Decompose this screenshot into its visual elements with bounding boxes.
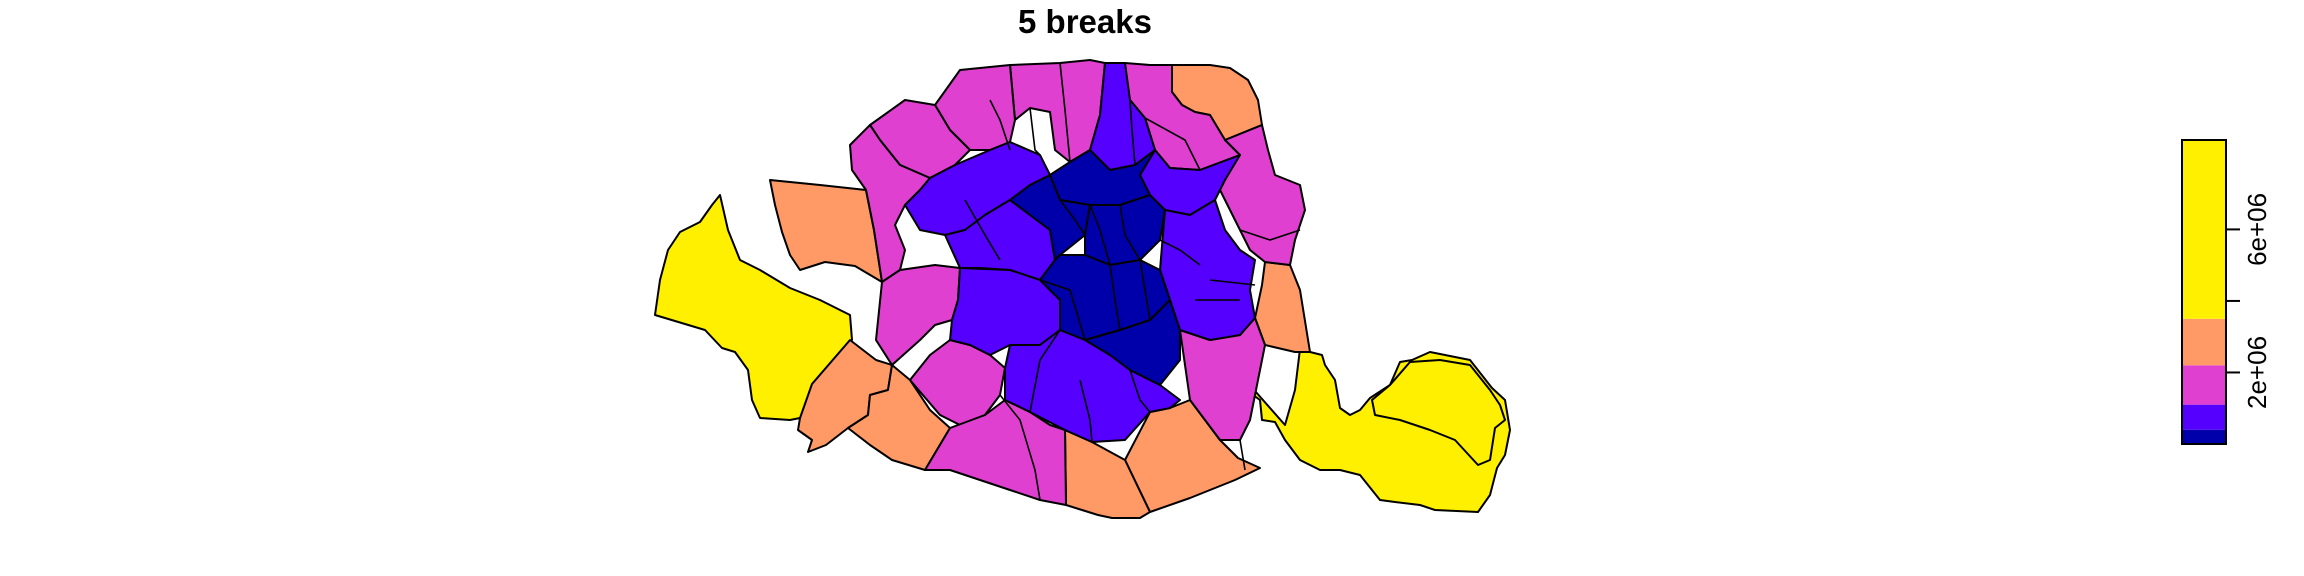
region-s-orange[interactable] (1064, 429, 1151, 519)
chart-title: 5 breaks (1018, 3, 1152, 40)
legend-band-1 (2182, 429, 2226, 444)
region-ring-nw[interactable] (849, 124, 931, 283)
map (654, 59, 1511, 519)
legend: 2e+06 6e+06 (2181, 139, 2272, 445)
legend-band-2 (2182, 404, 2226, 430)
region-center-3[interactable] (1084, 194, 1166, 266)
legend-band-5 (2182, 140, 2226, 319)
legend-tick-label: 6e+06 (2242, 193, 2272, 266)
map-internal-lines (964, 62, 1301, 501)
legend-tick-label: 2e+06 (2242, 336, 2272, 409)
legend-color-bands (2182, 140, 2226, 444)
legend-band-4 (2182, 318, 2226, 366)
region-center-5[interactable] (1084, 299, 1181, 386)
region-west-wood[interactable] (654, 194, 853, 421)
legend-frame (2181, 139, 2227, 445)
region-e-orange[interactable] (1254, 261, 1311, 353)
legend-band-3 (2182, 365, 2226, 405)
region-sw-orange-2[interactable] (847, 364, 951, 471)
legend-ticks: 2e+06 6e+06 (2226, 193, 2272, 409)
region-east-wood-ext[interactable] (1371, 359, 1506, 466)
region-mid-s[interactable] (1004, 329, 1181, 443)
region-nw-orange[interactable] (769, 179, 883, 283)
